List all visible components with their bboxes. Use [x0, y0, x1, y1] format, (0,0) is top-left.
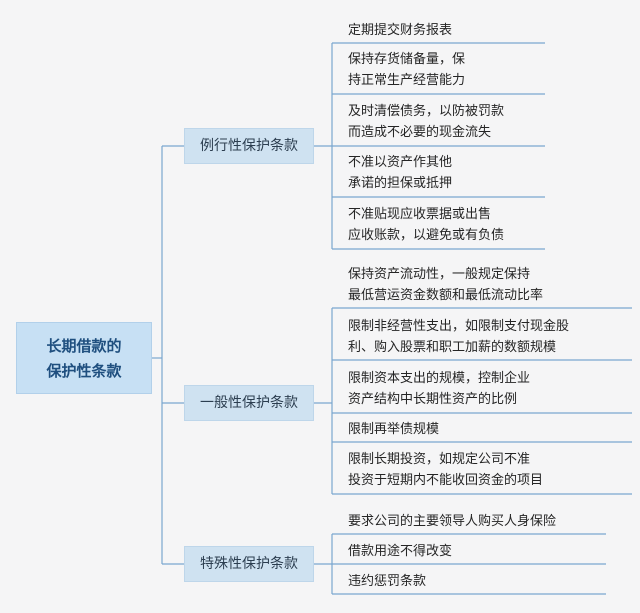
leaf-line: 不准以资产作其他 — [348, 155, 453, 170]
leaf-line: 限制非经营性支出，如限制支付现金股 — [348, 319, 570, 334]
leaf-routine-5: 不准贴现应收票据或出售 应收账款，以避免或有负债 — [348, 204, 504, 246]
leaf-line: 借款用途不得改变 — [348, 544, 453, 559]
leaf-line: 利、购入股票和职工加薪的数额规模 — [348, 340, 557, 355]
leaf-line: 要求公司的主要领导人购买人身保险 — [348, 514, 557, 529]
leaf-line: 承诺的担保或抵押 — [348, 176, 453, 191]
root-node: 长期借款的 保护性条款 — [16, 322, 152, 394]
leaf-line: 资产结构中长期性资产的比例 — [348, 392, 518, 407]
leaf-routine-2: 保持存货储备量，保 持正常生产经营能力 — [348, 49, 465, 91]
leaf-general-5: 限制长期投资，如规定公司不准 投资于短期内不能收回资金的项目 — [348, 449, 543, 491]
leaf-general-3: 限制资本支出的规模，控制企业 资产结构中长期性资产的比例 — [348, 368, 530, 410]
leaf-line: 限制再举债规模 — [348, 422, 440, 437]
leaf-line: 保持资产流动性，一般规定保持 — [348, 267, 531, 282]
leaf-special-3: 违约惩罚条款 — [348, 571, 426, 592]
leaf-line: 限制长期投资，如规定公司不准 — [348, 452, 531, 467]
leaf-special-2: 借款用途不得改变 — [348, 541, 452, 562]
leaf-line: 定期提交财务报表 — [348, 23, 453, 38]
leaf-line: 保持存货储备量，保 — [348, 52, 466, 67]
leaf-line: 投资于短期内不能收回资金的项目 — [348, 473, 544, 488]
leaf-routine-4: 不准以资产作其他 承诺的担保或抵押 — [348, 152, 452, 194]
leaf-routine-1: 定期提交财务报表 — [348, 20, 452, 41]
leaf-routine-3: 及时清偿债务，以防被罚款 而造成不必要的现金流失 — [348, 101, 504, 143]
branch-routine-protective-clauses: 例行性保护条款 — [184, 128, 314, 164]
leaf-line: 而造成不必要的现金流失 — [348, 125, 492, 140]
leaf-general-1: 保持资产流动性，一般规定保持 最低营运资金数额和最低流动比率 — [348, 264, 543, 306]
leaf-line: 不准贴现应收票据或出售 — [348, 207, 492, 222]
leaf-special-1: 要求公司的主要领导人购买人身保险 — [348, 511, 556, 532]
leaf-line: 违约惩罚条款 — [348, 574, 427, 589]
leaf-general-2: 限制非经营性支出，如限制支付现金股 利、购入股票和职工加薪的数额规模 — [348, 316, 569, 358]
leaf-line: 及时清偿债务，以防被罚款 — [348, 104, 505, 119]
branch-general-protective-clauses: 一般性保护条款 — [184, 385, 314, 421]
leaf-line: 应收账款，以避免或有负债 — [348, 228, 505, 243]
leaf-line: 限制资本支出的规模，控制企业 — [348, 371, 531, 386]
root-label-line-1: 长期借款的 — [46, 337, 122, 355]
branch-special-protective-clauses: 特殊性保护条款 — [184, 546, 314, 582]
leaf-line: 最低营运资金数额和最低流动比率 — [348, 288, 544, 303]
leaf-general-4: 限制再举债规模 — [348, 419, 439, 440]
leaf-line: 持正常生产经营能力 — [348, 73, 466, 88]
root-label-line-2: 保护性条款 — [46, 362, 122, 380]
